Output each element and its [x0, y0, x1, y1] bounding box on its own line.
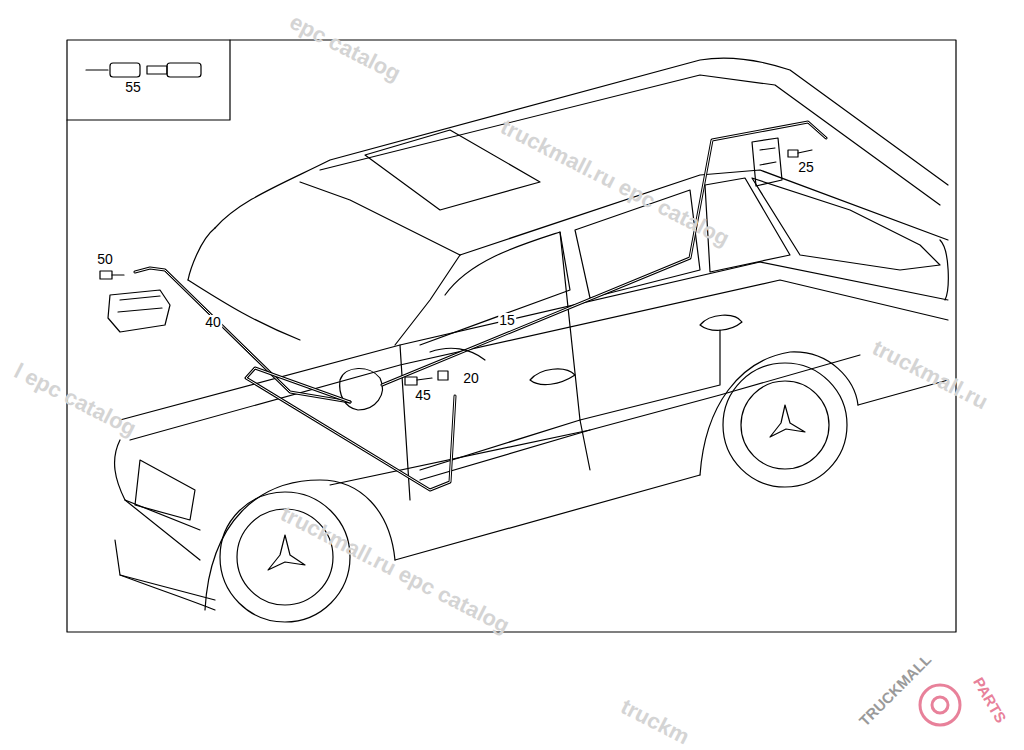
- logo-text: TRUCKMALL: [856, 651, 933, 728]
- callout-number: 45: [414, 388, 432, 402]
- callout-number: 50: [96, 252, 114, 266]
- watermark: epc catalog: [286, 11, 404, 86]
- watermark: truckmall.ru epc catalog: [497, 116, 732, 251]
- callout-number: 25: [797, 160, 815, 174]
- callout-number: 15: [498, 313, 516, 327]
- watermark: truckm: [617, 696, 692, 749]
- watermark: l epc catalog: [11, 360, 140, 440]
- watermark: truckmall.ru epc catalog: [277, 503, 512, 638]
- watermark: truckmall.ru: [869, 337, 991, 414]
- callout-number: 20: [462, 371, 480, 385]
- callout-number: 40: [204, 315, 222, 329]
- callout-number: 55: [124, 80, 142, 94]
- logo-text: PARTS: [971, 675, 1009, 726]
